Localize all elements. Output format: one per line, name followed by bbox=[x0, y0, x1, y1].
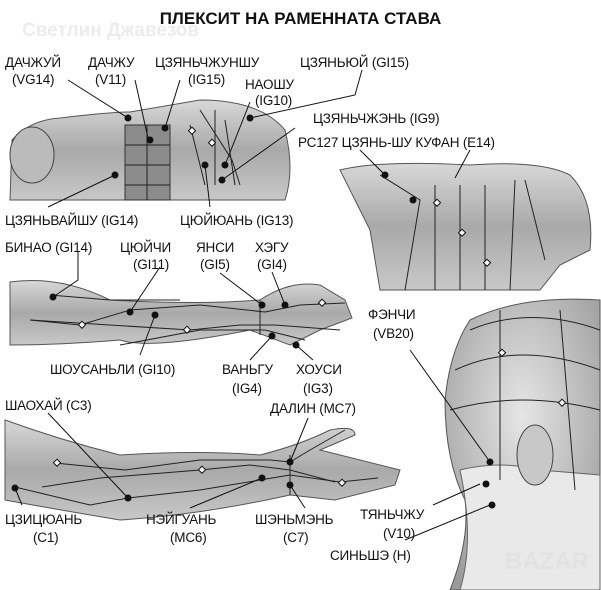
label-quyuan: ЦЮЙЮАНЬ (IG13) bbox=[180, 213, 294, 228]
label-dazhu-code: (V11) bbox=[95, 72, 127, 87]
label-hegu-code: (GI4) bbox=[257, 257, 287, 272]
label-hegu: ХЭГУ bbox=[255, 240, 289, 255]
label-neiguan-code: (МС6) bbox=[170, 530, 207, 545]
label-jiquan: ЦЗИЦЮАНЬ bbox=[5, 512, 83, 527]
label-dazhui: ДАЧЖУЙ bbox=[5, 55, 61, 70]
label-tianzhu-code: (V10) bbox=[383, 526, 416, 541]
label-neiguan: НЭЙГУАНЬ bbox=[146, 512, 217, 527]
page-title: ПЛЕКСИТ НА РАМЕННАТА СТАВА bbox=[159, 9, 442, 28]
label-jiquan-code: (С1) bbox=[33, 530, 59, 545]
shoulder-back-figure bbox=[9, 99, 291, 201]
label-jianyu: ЦЗЯНЬЮЙ (GI15) bbox=[300, 55, 409, 70]
label-fengchi-code: (VB20) bbox=[373, 326, 414, 341]
watermark: Светлин Джавезов bbox=[22, 20, 200, 41]
label-wangu-code: (IG4) bbox=[232, 381, 262, 396]
chest-figure bbox=[339, 162, 592, 291]
label-houxi: ХОУСИ bbox=[296, 362, 342, 377]
label-kufang: РС127 ЦЗЯНЬ-ШУ КУФАН (Е14) bbox=[298, 135, 495, 150]
label-jianzhongshu-code: (IG15) bbox=[188, 72, 226, 87]
label-dazhui-code: (VG14) bbox=[12, 72, 55, 87]
label-yangxi: ЯНСИ bbox=[196, 240, 235, 255]
label-dazhu: ДАЧЖУ bbox=[88, 55, 135, 70]
label-fengchi: ФЭНЧИ bbox=[368, 307, 416, 322]
watermark-corner: BAZAR bbox=[505, 548, 589, 575]
label-shaohai: ШАОХАЙ (С3) bbox=[5, 398, 92, 413]
label-quchi: ЦЮЙЧИ bbox=[120, 240, 172, 255]
label-naoshu-code: (IG10) bbox=[255, 93, 293, 108]
label-naoshu: НАОШУ bbox=[245, 77, 294, 92]
label-jianwaishu: ЦЗЯНЬВАЙШУ (IG14) bbox=[5, 213, 139, 228]
label-jianzhongshu: ЦЗЯНЬЧЖУНШУ bbox=[155, 55, 260, 70]
label-binao: БИНАО (GI14) bbox=[5, 240, 93, 255]
forearm-outer-figure bbox=[9, 280, 353, 346]
label-shenmen-code: (С7) bbox=[283, 530, 309, 545]
secondary-acupoints bbox=[52, 126, 567, 487]
acupoints bbox=[11, 114, 496, 509]
label-xinshe: СИНЬШЭ (Н) bbox=[330, 548, 411, 563]
label-daling: ДАЛИН (МС7) bbox=[270, 401, 356, 416]
label-shenmen: ШЭНЬМЭНЬ bbox=[255, 512, 334, 527]
label-wangu: ВАНЬГУ bbox=[222, 362, 273, 377]
label-houxi-code: (IG3) bbox=[303, 381, 333, 396]
label-shousanli: ШОУСАНЬЛИ (GI10) bbox=[50, 362, 176, 377]
label-yangxi-code: (GI5) bbox=[200, 257, 230, 272]
label-tianzhu: ТЯНЬЧЖУ bbox=[360, 507, 425, 522]
leader-lines bbox=[14, 69, 491, 541]
label-quchi-code: (GI11) bbox=[133, 257, 170, 272]
head-figure bbox=[444, 298, 601, 590]
label-jianzhen: ЦЗЯНЬЧЖЭНЬ (IG9) bbox=[313, 111, 440, 126]
